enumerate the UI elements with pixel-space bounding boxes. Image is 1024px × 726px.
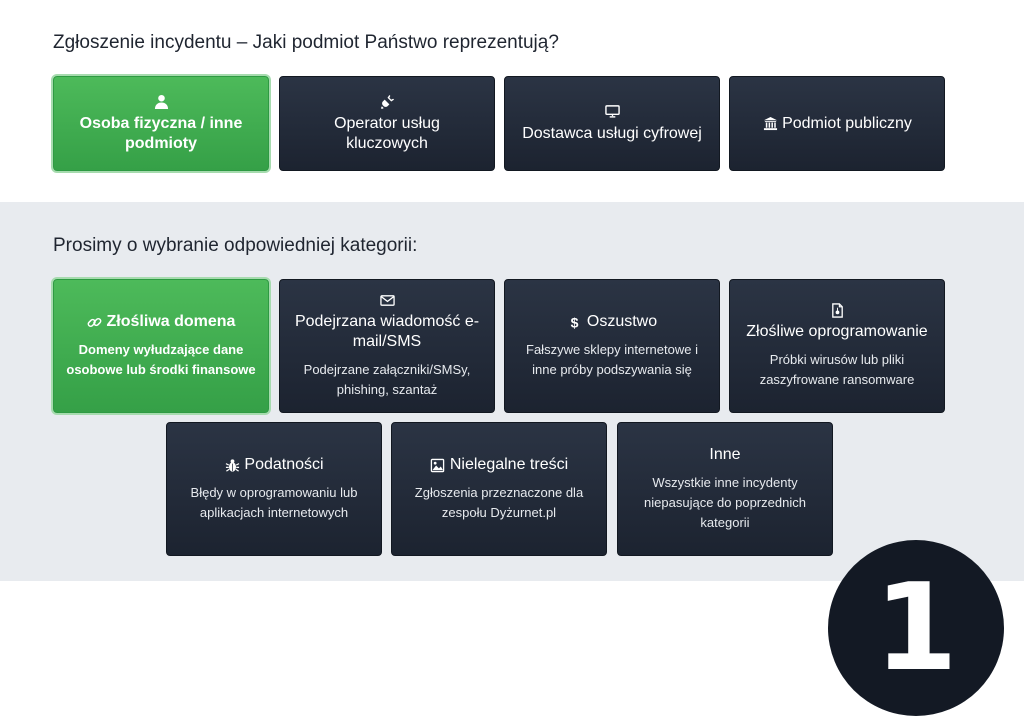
step-number-badge: 1 — [828, 540, 1004, 716]
entity-option-public-entity[interactable]: Podmiot publiczny — [729, 76, 945, 171]
category-description: Próbki wirusów lub pliki zaszyfrowane ra… — [759, 352, 915, 387]
category-description: Błędy w oprogramowaniu lub aplikacjach i… — [190, 485, 358, 520]
page-title: Zgłoszenie incydentu – Jaki podmiot Pańs… — [53, 32, 559, 53]
plug-icon — [379, 94, 395, 110]
image-icon — [430, 457, 446, 473]
category-suspicious-message[interactable]: Podejrzana wiadomość e-mail/SMS Podejrza… — [279, 279, 495, 413]
category-malware[interactable]: Złośliwe oprogramowanie Próbki wirusów l… — [729, 279, 945, 413]
category-description: Fałszywe sklepy internetowe i inne próby… — [526, 342, 698, 377]
category-label: Nielegalne treści — [449, 456, 569, 473]
category-description: Zgłoszenia przeznaczone dla zespołu Dyżu… — [414, 485, 584, 520]
category-label: Złośliwe oprogramowanie — [746, 323, 928, 340]
category-label: Złośliwa domena — [106, 313, 236, 330]
entity-option-label: Osoba fizyczna / inne podmioty — [79, 114, 243, 152]
user-icon — [153, 94, 169, 110]
entity-option-individual[interactable]: Osoba fizyczna / inne podmioty — [53, 76, 269, 171]
category-section-title: Prosimy o wybranie odpowiedniej kategori… — [53, 235, 418, 256]
step-number: 1 — [874, 558, 958, 698]
category-description: Domeny wyłudzające dane osobowe lub środ… — [66, 342, 256, 377]
entity-option-key-services-operator[interactable]: Operator usług kluczowych — [279, 76, 495, 171]
monitor-icon — [604, 104, 620, 120]
category-malicious-domain[interactable]: Złośliwa domena Domeny wyłudzające dane … — [53, 279, 269, 413]
category-fraud[interactable]: $ Oszustwo Fałszywe sklepy internetowe i… — [504, 279, 720, 413]
svg-text:$: $ — [571, 315, 579, 330]
category-other[interactable]: Inne Wszystkie inne incydenty niepasując… — [617, 422, 833, 556]
file-code-icon — [829, 302, 845, 318]
category-label: Podejrzana wiadomość e-mail/SMS — [294, 313, 480, 350]
category-label: Inne — [709, 446, 741, 463]
bug-icon — [224, 457, 240, 473]
category-description: Podejrzane załączniki/SMSy, phishing, sz… — [303, 362, 471, 397]
entity-option-label: Dostawca usługi cyfrowej — [522, 124, 702, 142]
category-label: Oszustwo — [586, 313, 658, 330]
entity-option-digital-service-provider[interactable]: Dostawca usługi cyfrowej — [504, 76, 720, 171]
category-description: Wszystkie inne incydenty niepasujące do … — [644, 475, 806, 530]
category-label: Podatności — [244, 456, 324, 473]
entity-option-label: Operator usług kluczowych — [334, 114, 440, 152]
link-icon — [87, 314, 103, 330]
dollar-icon: $ — [567, 314, 583, 330]
category-illegal-content[interactable]: Nielegalne treści Zgłoszenia przeznaczon… — [391, 422, 607, 556]
institution-icon — [762, 116, 778, 132]
envelope-icon — [379, 292, 395, 308]
entity-option-label: Podmiot publiczny — [782, 114, 912, 132]
category-vulnerabilities[interactable]: Podatności Błędy w oprogramowaniu lub ap… — [166, 422, 382, 556]
